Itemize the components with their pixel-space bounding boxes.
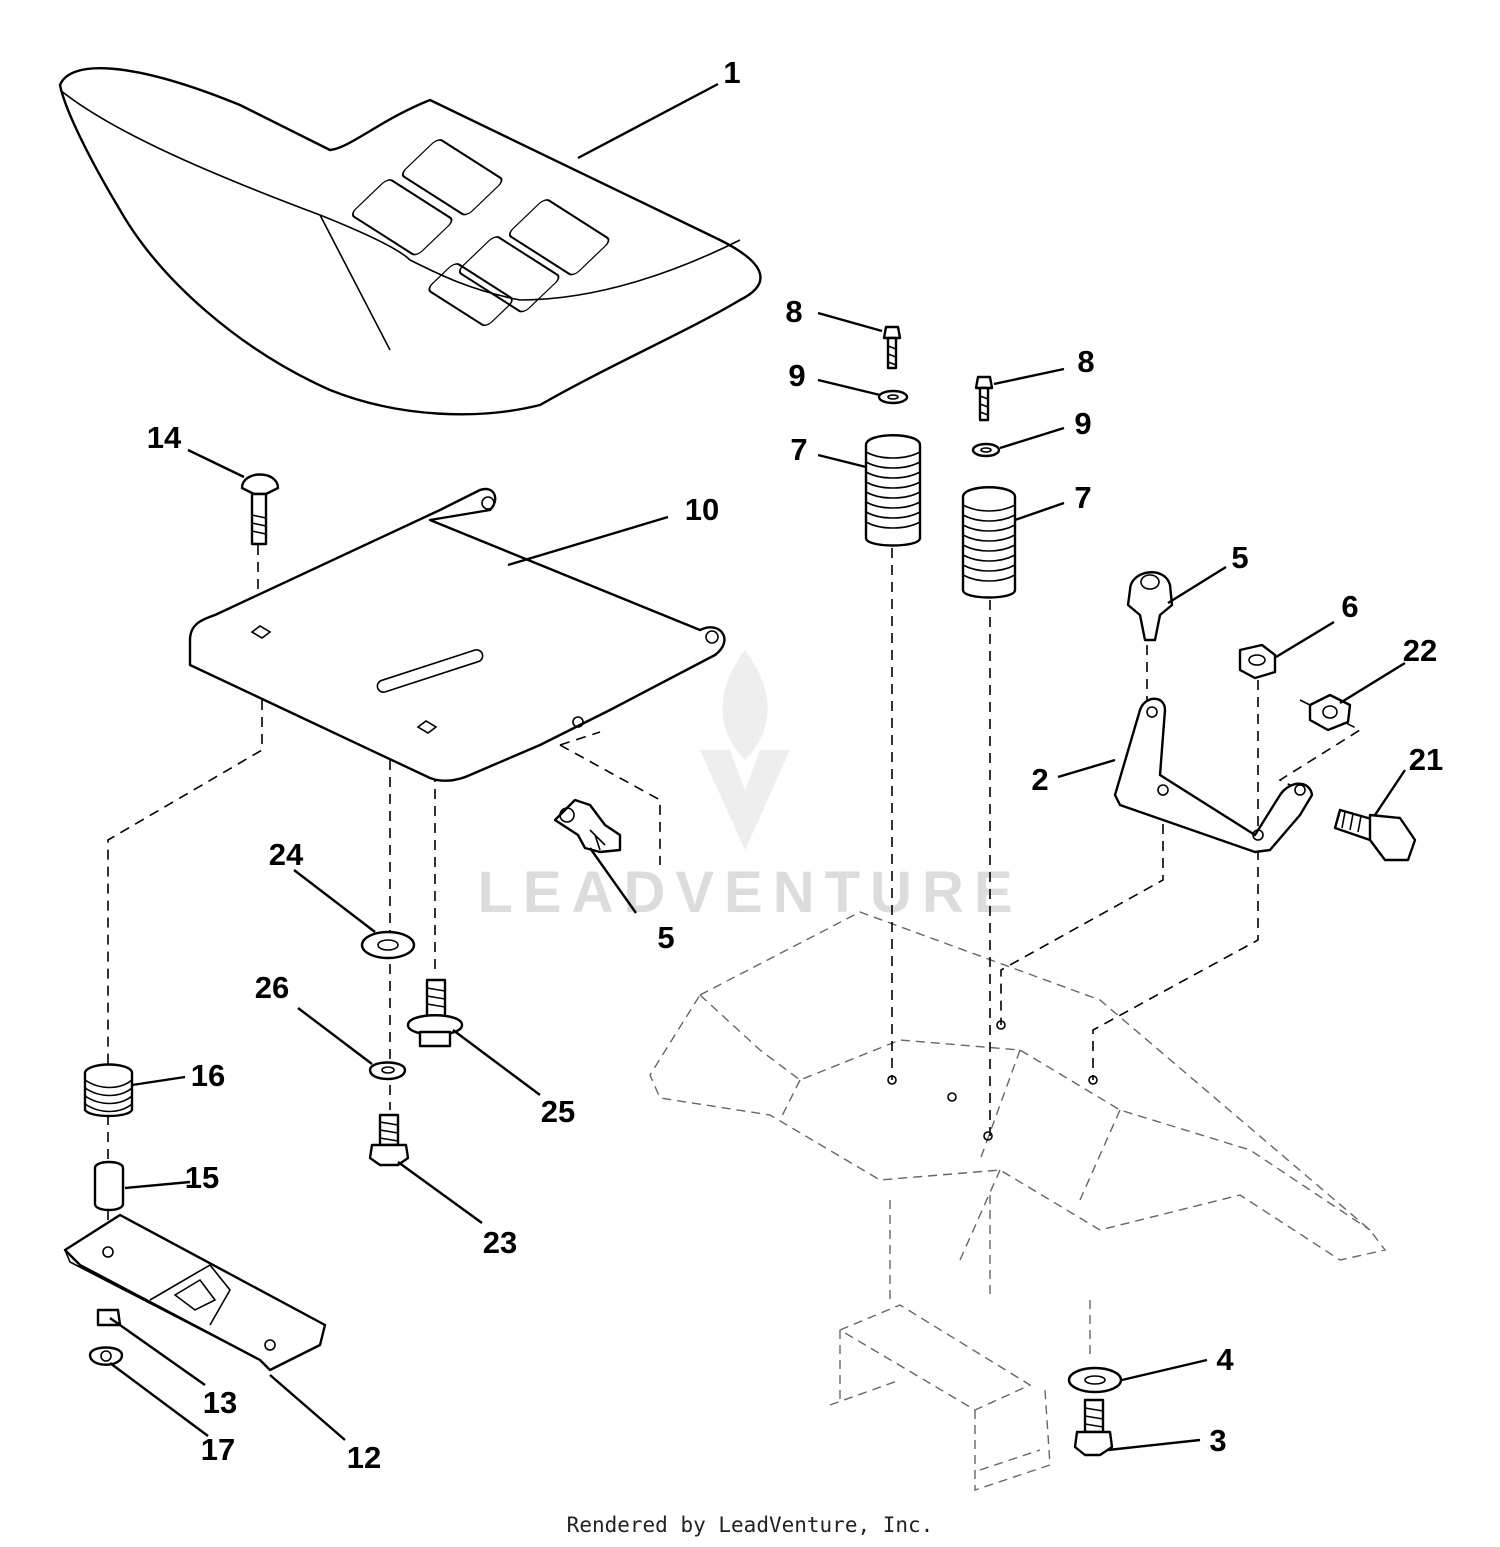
clip-left	[553, 798, 622, 854]
callout-8-right: 8	[1077, 344, 1094, 379]
callout-13: 13	[203, 1385, 237, 1420]
callout-10: 10	[685, 492, 719, 527]
callout-14: 14	[147, 420, 182, 455]
watermark: LEADVENTURE	[477, 650, 1022, 925]
fasteners-right	[1067, 1366, 1123, 1457]
mounting-bracket	[1113, 697, 1314, 854]
callout-22: 22	[1403, 633, 1437, 668]
callout-3: 3	[1209, 1423, 1226, 1458]
callout-8-left: 8	[785, 294, 802, 329]
nuts-right	[1238, 643, 1352, 732]
callout-6: 6	[1341, 589, 1358, 624]
callout-17: 17	[201, 1432, 235, 1467]
spring-assembly-right	[961, 375, 1017, 599]
callout-1: 1	[723, 55, 740, 90]
seat-pan	[188, 487, 726, 782]
callout-21: 21	[1409, 742, 1443, 777]
callout-9-left: 9	[788, 358, 805, 393]
callout-5-right: 5	[1231, 540, 1248, 575]
callout-16: 16	[191, 1058, 225, 1093]
spring-assembly-left	[864, 325, 922, 547]
callout-26: 26	[255, 970, 289, 1005]
callout-15: 15	[185, 1160, 219, 1195]
callout-5-left: 5	[657, 920, 674, 955]
fender-frame	[649, 911, 1387, 1491]
callout-12: 12	[347, 1440, 381, 1475]
callout-24: 24	[269, 837, 304, 872]
pivot-assembly	[63, 1063, 327, 1372]
clip-right	[1126, 571, 1174, 642]
shoulder-bolt	[1333, 808, 1417, 862]
footer-credit: Rendered by LeadVenture, Inc.	[566, 1513, 934, 1537]
callout-25: 25	[541, 1094, 575, 1129]
seat	[58, 67, 762, 416]
callout-23: 23	[483, 1225, 517, 1260]
callouts: 1 14 10 5 24 26 25 23 16 15 13 17 12 8 9…	[147, 55, 1443, 1475]
callout-7-right: 7	[1074, 480, 1091, 515]
callout-7-left: 7	[790, 432, 807, 467]
leader-lines	[109, 82, 1406, 1452]
carriage-bolt	[240, 473, 280, 546]
callout-2: 2	[1031, 762, 1048, 797]
watermark-text: LEADVENTURE	[477, 860, 1022, 925]
fasteners-center	[360, 930, 464, 1167]
callout-9-right: 9	[1074, 406, 1091, 441]
callout-4: 4	[1216, 1342, 1234, 1377]
